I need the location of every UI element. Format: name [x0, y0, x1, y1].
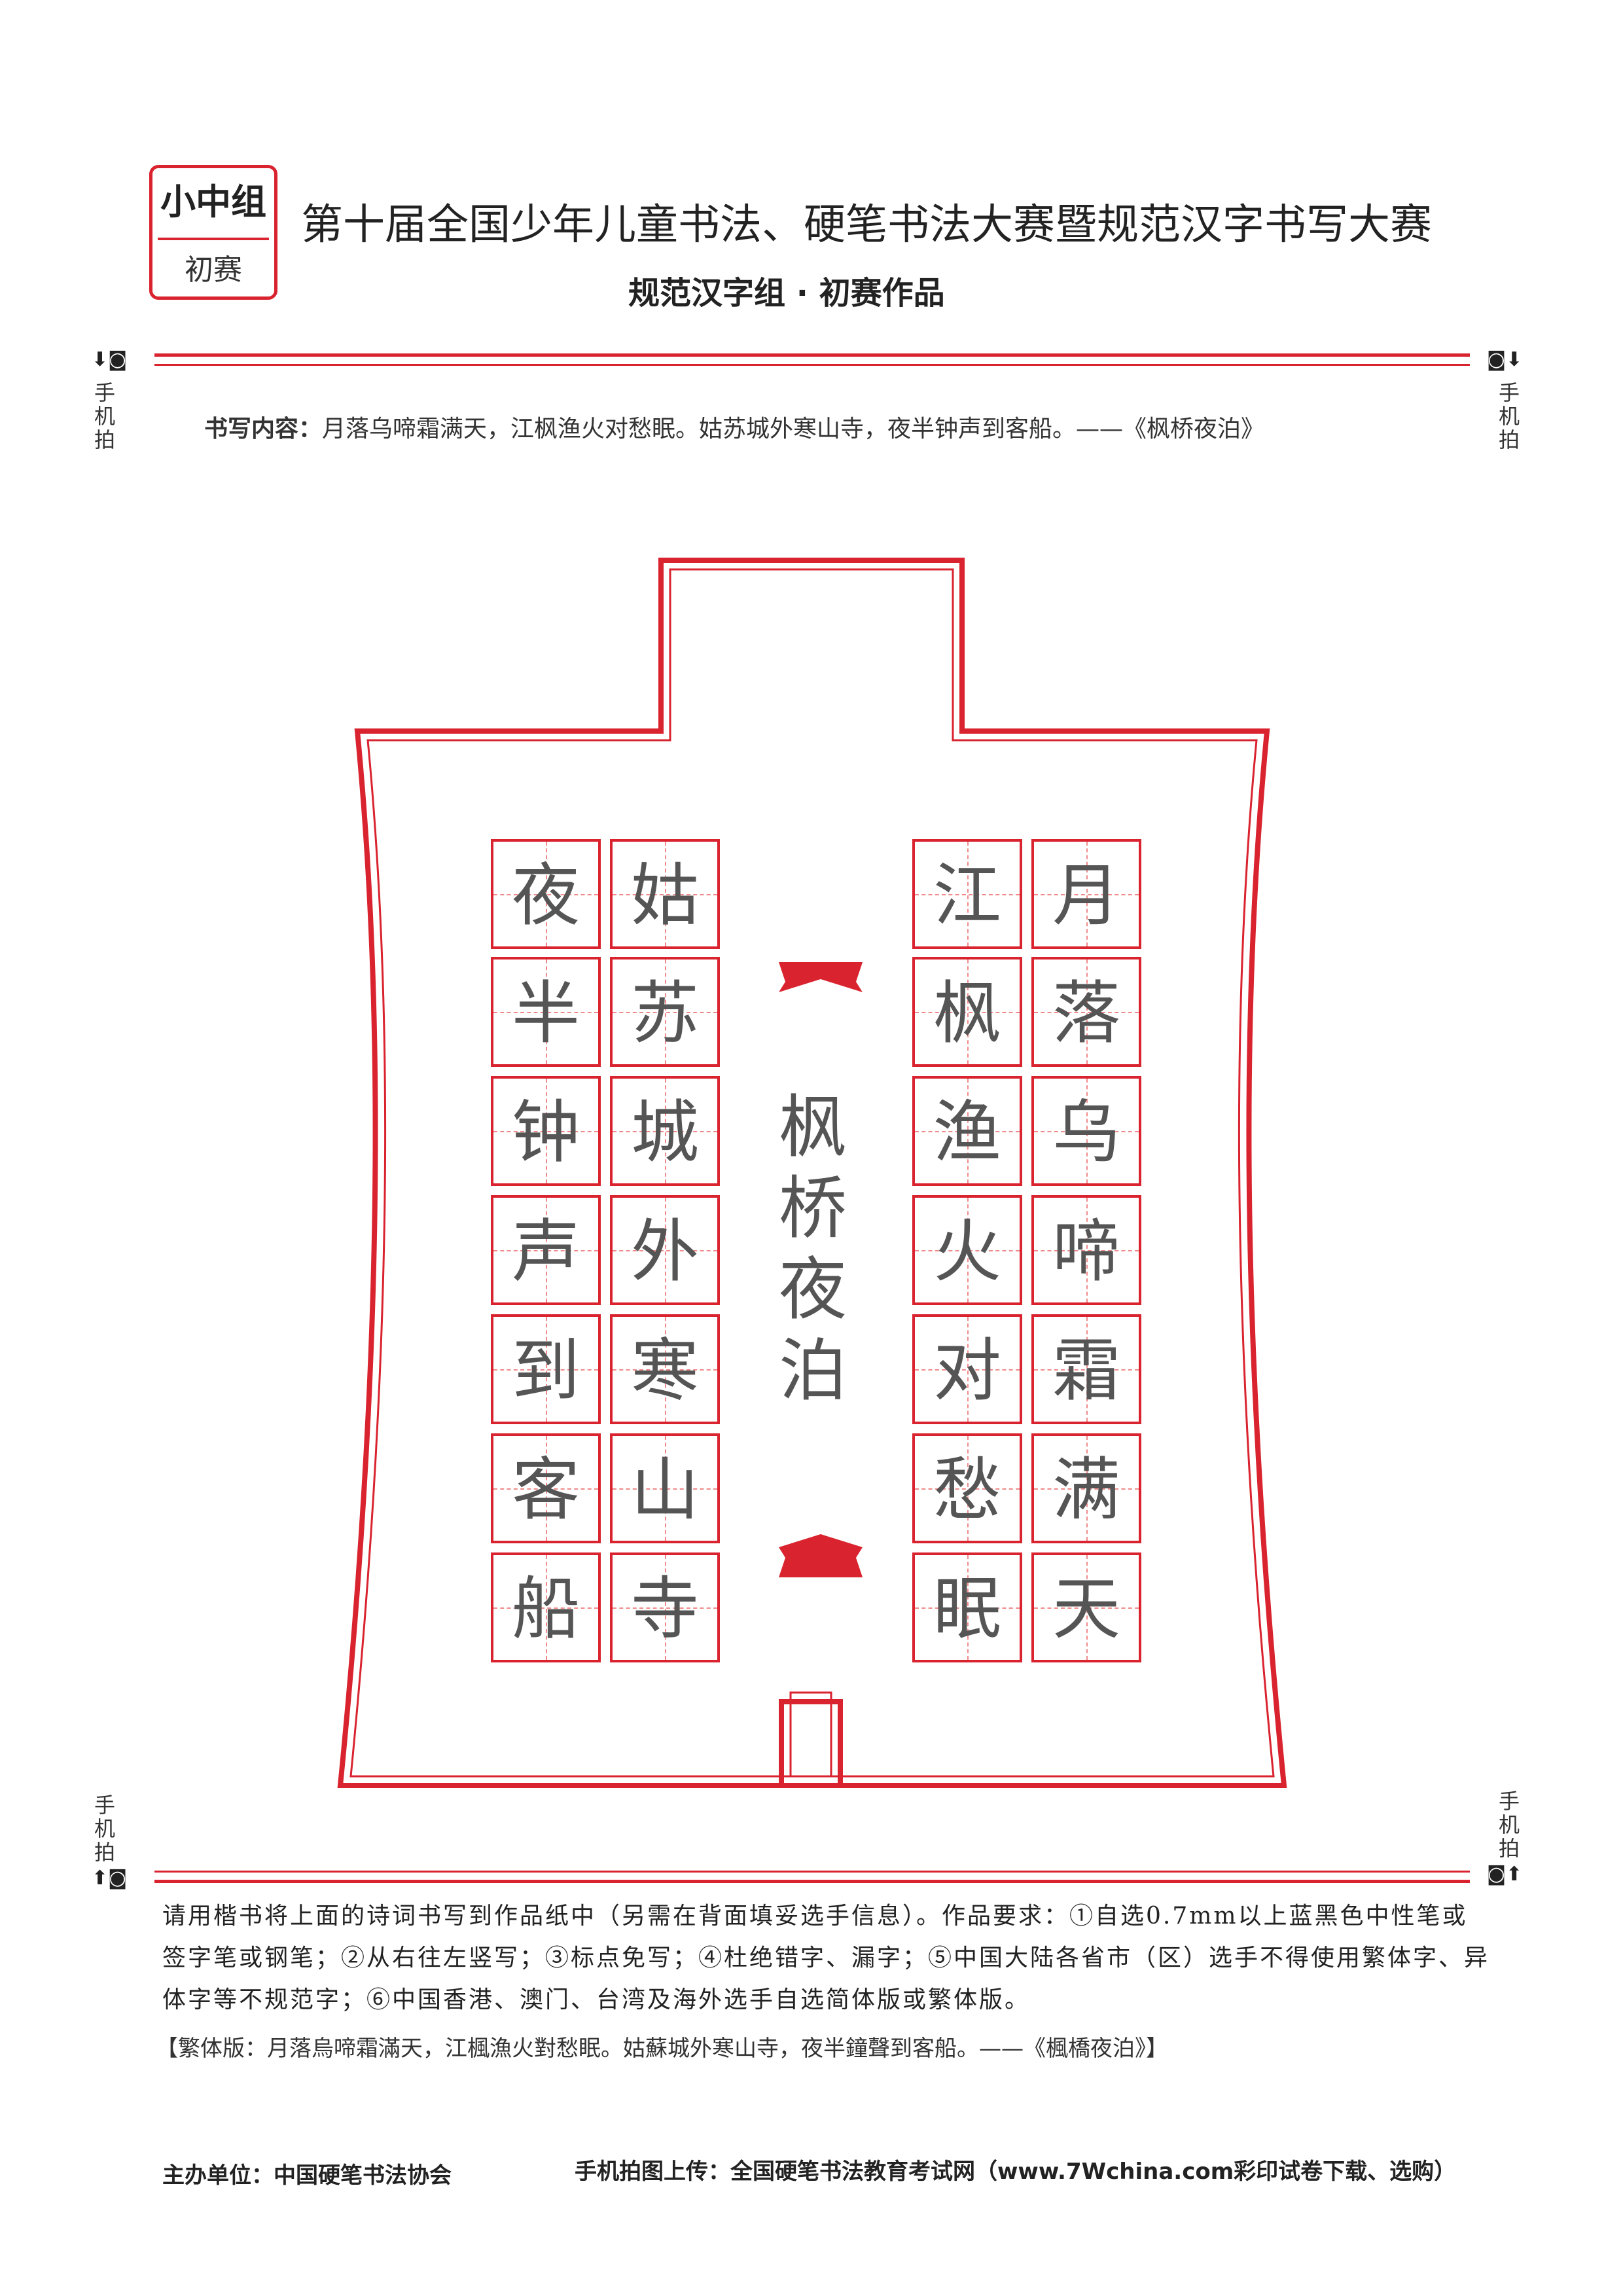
side-label-bottom-right: 手机拍 — [1498, 1789, 1520, 1861]
grid-cell: 苏 — [610, 957, 720, 1067]
poem-title-char: 泊 — [778, 1331, 847, 1410]
grid-cell: 到 — [491, 1314, 601, 1424]
grid-cell: 天 — [1031, 1552, 1141, 1662]
top-rule — [154, 353, 1470, 357]
grid-cell: 霜 — [1031, 1314, 1141, 1424]
camera-icon: ◙⬇ — [1487, 348, 1523, 371]
grid-cell: 满 — [1031, 1433, 1141, 1543]
writing-content: 书写内容：月落乌啼霜满天，江枫渔火对愁眠。姑苏城外寒山寺，夜半钟声到客船。——《… — [204, 410, 1448, 444]
writing-content-label: 书写内容： — [204, 416, 323, 442]
side-label-top-right: 手机拍 — [1498, 380, 1520, 452]
grid-cell: 渔 — [912, 1076, 1022, 1186]
grid-cell: 夜 — [491, 839, 601, 949]
camera-icon: ◙⬆ — [1487, 1863, 1523, 1886]
grid-cell: 枫 — [912, 957, 1022, 1067]
grid-cell: 姑 — [610, 839, 720, 949]
side-label-top-left: 手机拍 — [94, 380, 115, 452]
organizer: 主办单位：中国硬笔书法协会 — [162, 2162, 452, 2189]
poem-title: 枫 桥 夜 泊 — [774, 1086, 852, 1411]
camera-icon: ⬇◙ — [92, 348, 128, 371]
poem-title-char: 枫 — [778, 1087, 847, 1167]
grid-cell: 眠 — [912, 1552, 1022, 1662]
grid-cell: 月 — [1031, 839, 1141, 949]
grid-cell: 落 — [1031, 957, 1141, 1067]
grid-cell: 半 — [491, 957, 601, 1067]
grid-cell: 山 — [610, 1433, 720, 1543]
grid-cell: 城 — [610, 1076, 720, 1186]
badge-divider — [158, 238, 269, 240]
badge-round-label: 初赛 — [185, 253, 242, 287]
group-badge: 小中组 初赛 — [149, 165, 277, 300]
vase-outline-outer — [337, 558, 1287, 1788]
grid-cell: 客 — [491, 1433, 601, 1543]
bottom-rule-thin — [154, 1871, 1470, 1873]
grid-cell: 火 — [912, 1195, 1022, 1305]
page-title: 第十届全国少年儿童书法、硬笔书法大赛暨规范汉字书写大赛 — [301, 201, 1432, 249]
grid-cell: 寒 — [610, 1314, 720, 1424]
grid-cell: 外 — [610, 1195, 720, 1305]
bottom-rule — [154, 1880, 1470, 1883]
camera-icon: ⬆◙ — [92, 1867, 128, 1890]
grid-cell: 愁 — [912, 1433, 1022, 1543]
upload-info: 手机拍图上传：全国硬笔书法教育考试网（www.7Wchina.com彩印试卷下载… — [575, 2159, 1457, 2185]
instructions: 请用楷书将上面的诗词书写到作品纸中（另需在背面填妥选手信息）。作品要求：①自选0… — [162, 1903, 1490, 2013]
grid-cell: 江 — [912, 839, 1022, 949]
page-subtitle: 规范汉字组 · 初赛作品 — [628, 275, 945, 312]
grid-cell: 船 — [491, 1552, 601, 1662]
poem-title-char: 夜 — [778, 1249, 847, 1329]
traditional-version: 【繁体版：月落烏啼霜滿天，江楓漁火對愁眠。姑蘇城外寒山寺，夜半鐘聲到客船。——《… — [156, 2036, 1168, 2062]
grid-cell: 乌 — [1031, 1076, 1141, 1186]
poem-title-char: 桥 — [778, 1168, 847, 1248]
writing-content-text: 月落乌啼霜满天，江枫渔火对愁眠。姑苏城外寒山寺，夜半钟声到客船。——《枫桥夜泊》 — [322, 416, 1265, 442]
title-ornament-top — [779, 962, 863, 992]
grid-cell: 钟 — [491, 1076, 601, 1186]
grid-cell: 声 — [491, 1195, 601, 1305]
side-label-bottom-left: 手机拍 — [94, 1793, 115, 1865]
vase-outline-inner — [349, 568, 1275, 1778]
top-rule-thin — [154, 364, 1470, 366]
badge-group-label: 小中组 — [160, 181, 266, 223]
grid-cell: 啼 — [1031, 1195, 1141, 1305]
grid-cell: 寺 — [610, 1552, 720, 1662]
title-ornament-bottom — [779, 1534, 863, 1577]
grid-cell: 对 — [912, 1314, 1022, 1424]
